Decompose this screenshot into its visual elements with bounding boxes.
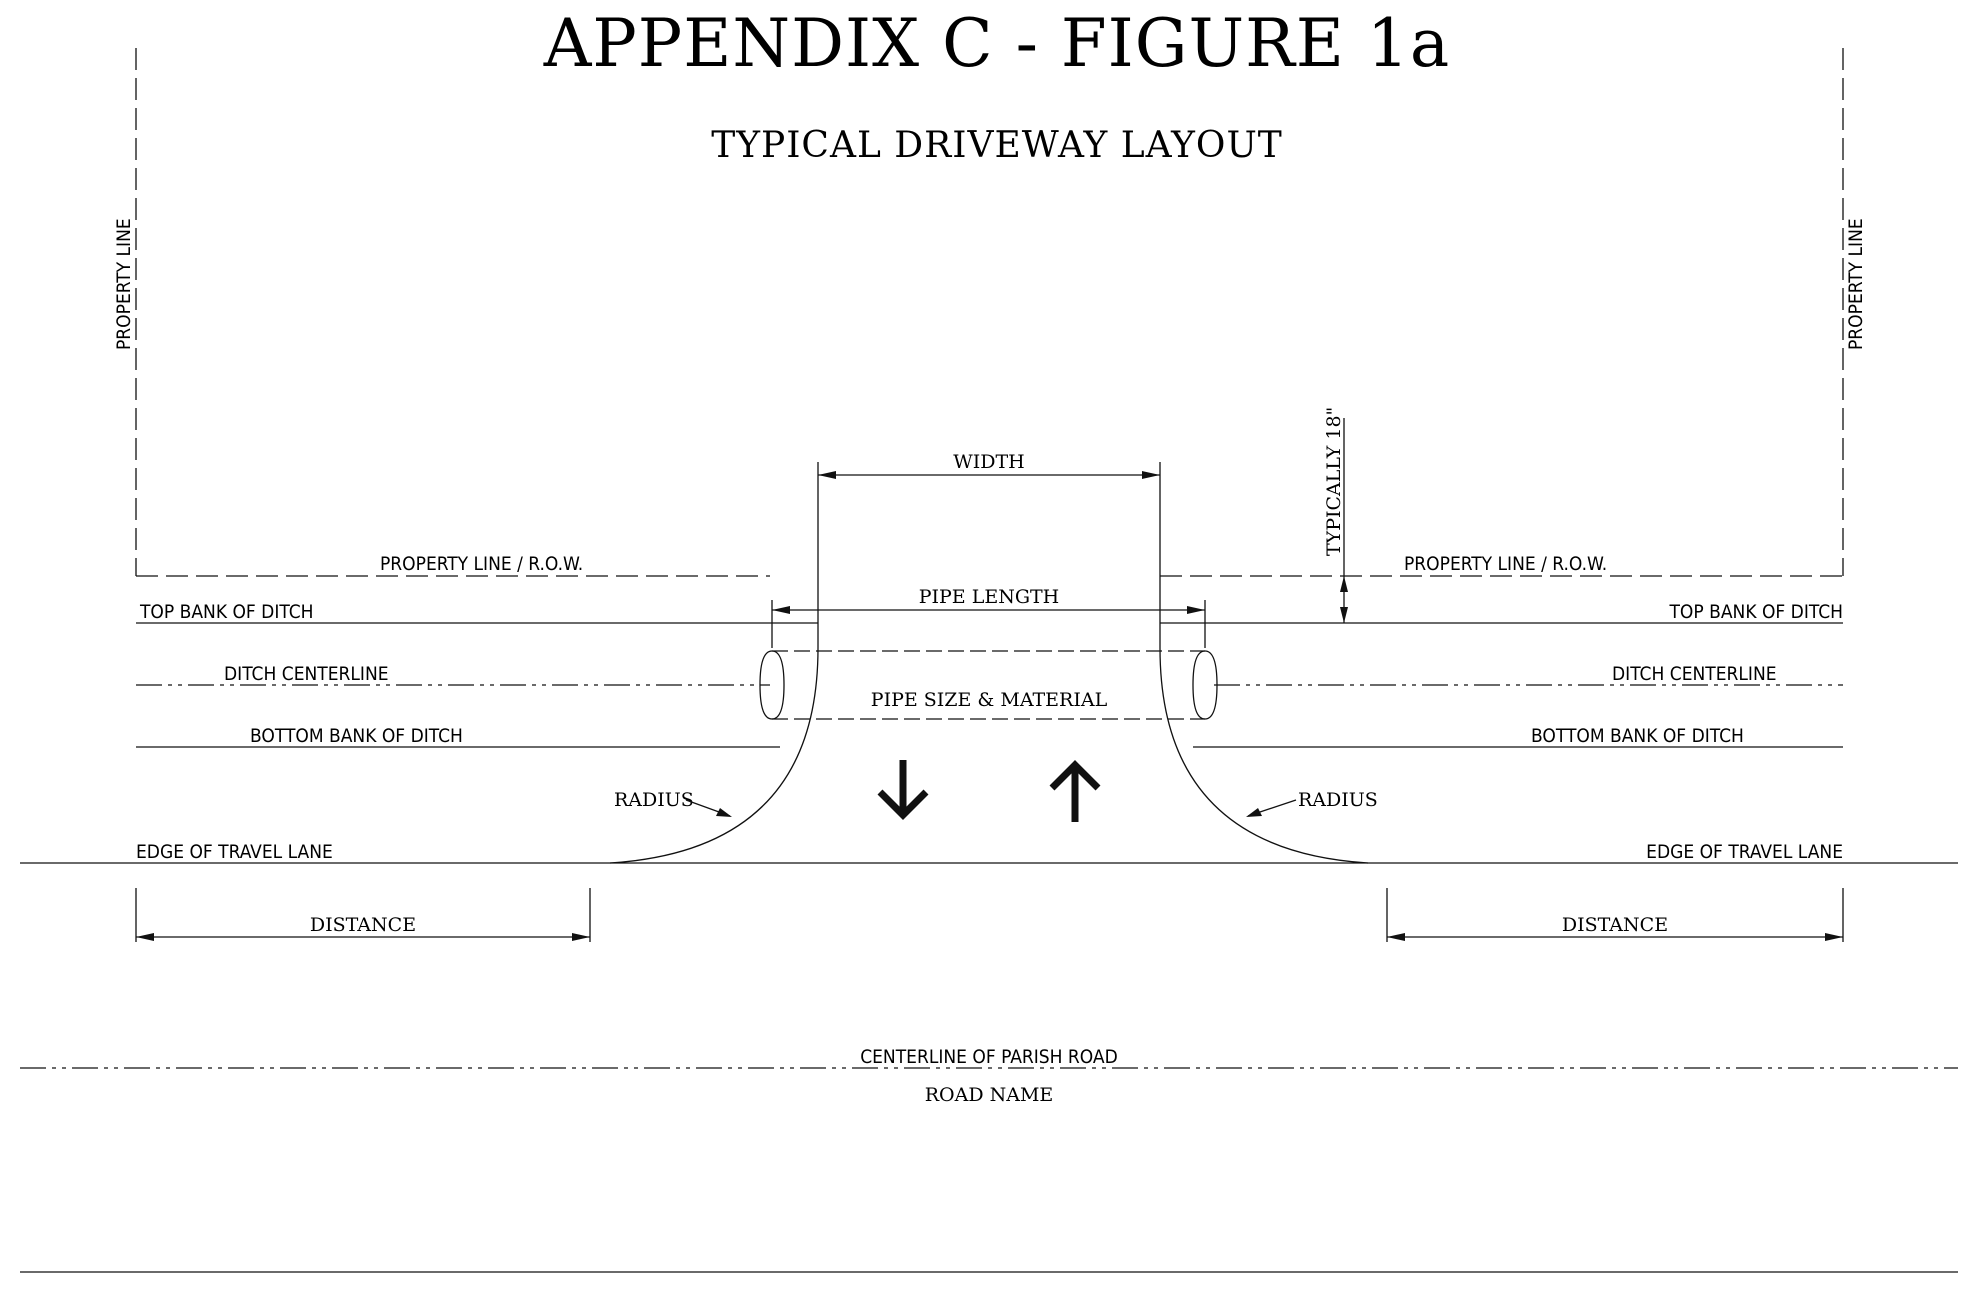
pipe-end-left: [759, 650, 785, 720]
figure-title: APPENDIX C - FIGURE 1a: [543, 5, 1451, 82]
bottom-bank-right-label: BOTTOM BANK OF DITCH: [1531, 725, 1744, 747]
distance-right-label: DISTANCE: [1562, 914, 1668, 936]
radius-right-label: RADIUS: [1298, 789, 1378, 811]
pipe-length-arrow-left: [772, 606, 790, 614]
pipe-length-arrow-right: [1187, 606, 1205, 614]
radius-left-arrow: [716, 808, 732, 817]
pipe-size-label: PIPE SIZE & MATERIAL: [871, 689, 1108, 711]
distance-right-arrow-a: [1387, 933, 1405, 941]
width-arrow-right: [1142, 471, 1160, 479]
road-name-label: ROAD NAME: [925, 1084, 1054, 1106]
radius-left-label: RADIUS: [614, 789, 694, 811]
figure-subtitle: TYPICAL DRIVEWAY LAYOUT: [711, 125, 1283, 166]
distance-left-arrow-b: [572, 933, 590, 941]
width-label: WIDTH: [953, 451, 1025, 473]
radius-right-arrow: [1246, 808, 1262, 817]
property-line-left-label: PROPERTY LINE: [113, 218, 135, 350]
property-line-right-label: PROPERTY LINE: [1845, 218, 1867, 350]
distance-right-arrow-b: [1825, 933, 1843, 941]
ditch-centerline-right-label: DITCH CENTERLINE: [1612, 663, 1777, 685]
typically-label: TYPICALLY 18": [1323, 407, 1345, 556]
row-label-right: PROPERTY LINE / R.O.W.: [1404, 553, 1607, 575]
top-bank-right-label: TOP BANK OF DITCH: [1669, 601, 1844, 623]
driveway-edge-right: [1159, 498, 1369, 864]
width-arrow-left: [818, 471, 836, 479]
top-bank-left-label: TOP BANK OF DITCH: [139, 601, 314, 623]
driveway-edge-left: [609, 498, 819, 864]
edge-travel-right-label: EDGE OF TRAVEL LANE: [1646, 841, 1843, 863]
pipe-end-right: [1192, 650, 1218, 720]
distance-left-label: DISTANCE: [310, 914, 416, 936]
distance-left-arrow-a: [136, 933, 154, 941]
row-label-left: PROPERTY LINE / R.O.W.: [380, 553, 583, 575]
ditch-centerline-left-label: DITCH CENTERLINE: [224, 663, 389, 685]
bottom-bank-left-label: BOTTOM BANK OF DITCH: [250, 725, 463, 747]
typically-arrow-up: [1340, 576, 1348, 592]
edge-travel-left-label: EDGE OF TRAVEL LANE: [136, 841, 333, 863]
arrow-up-icon: [1049, 760, 1101, 822]
arrow-down-icon: [877, 760, 929, 820]
pipe-length-label: PIPE LENGTH: [919, 586, 1060, 608]
road-centerline-label: CENTERLINE OF PARISH ROAD: [860, 1046, 1118, 1068]
typically-arrow-down: [1340, 607, 1348, 623]
